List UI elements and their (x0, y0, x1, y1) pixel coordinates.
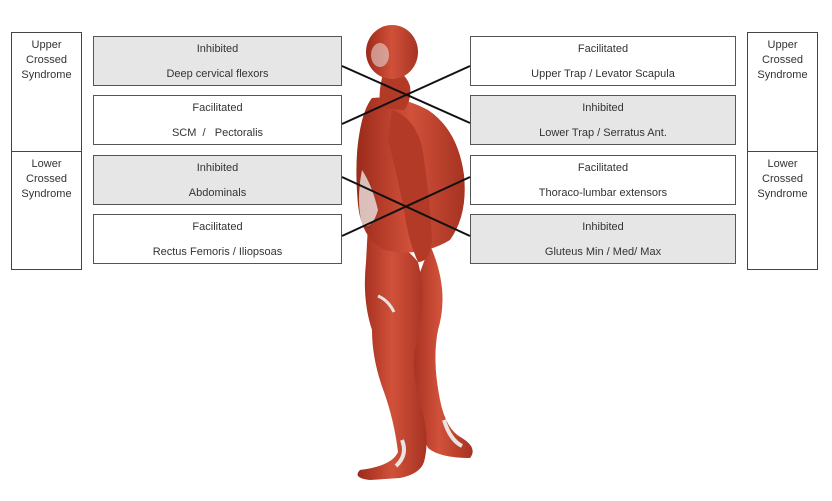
muscle-label: Gluteus Min / Med/ Max (544, 246, 662, 258)
status-label: Facilitated (192, 221, 243, 233)
status-label: Facilitated (577, 43, 629, 55)
box-thoraco-lumbar-extensors: Facilitated Thoraco-lumbar extensors (470, 155, 736, 205)
box-abdominals: Inhibited Abdominals (93, 155, 342, 205)
left-upper-crossed-label: Upper Crossed Syndrome (11, 32, 82, 152)
status-label: Facilitated (577, 162, 629, 174)
muscle-label: Deep cervical flexors (166, 68, 269, 80)
box-rectus-femoris-iliopsoas: Facilitated Rectus Femoris / Iliopsoas (93, 214, 342, 264)
box-deep-cervical-flexors: Inhibited Deep cervical flexors (93, 36, 342, 86)
box-lower-trap-serratus: Inhibited Lower Trap / Serratus Ant. (470, 95, 736, 145)
box-upper-trap-levator-scapula: Facilitated Upper Trap / Levator Scapula (470, 36, 736, 86)
muscle-label: Lower Trap / Serratus Ant. (539, 127, 667, 139)
status-label: Facilitated (192, 102, 243, 114)
right-upper-crossed-label: Upper Crossed Syndrome (747, 32, 818, 152)
status-label: Inhibited (582, 102, 624, 114)
rear-leg (406, 245, 473, 458)
box-scm-pectoralis: Facilitated SCM / Pectoralis (93, 95, 342, 145)
muscle-label: SCM / Pectoralis (171, 127, 264, 139)
status-label: Inhibited (196, 162, 239, 174)
box-gluteus: Inhibited Gluteus Min / Med/ Max (470, 214, 736, 264)
muscle-label: Rectus Femoris / Iliopsoas (152, 246, 283, 258)
muscle-label: Upper Trap / Levator Scapula (531, 68, 675, 80)
right-lower-crossed-label: Lower Crossed Syndrome (747, 151, 818, 270)
left-lower-crossed-label: Lower Crossed Syndrome (11, 151, 82, 270)
muscle-label: Abdominals (188, 187, 247, 199)
muscle-label: Thoraco-lumbar extensors (538, 187, 668, 199)
status-label: Inhibited (196, 43, 239, 55)
status-label: Inhibited (582, 221, 624, 233)
front-leg (357, 225, 427, 480)
